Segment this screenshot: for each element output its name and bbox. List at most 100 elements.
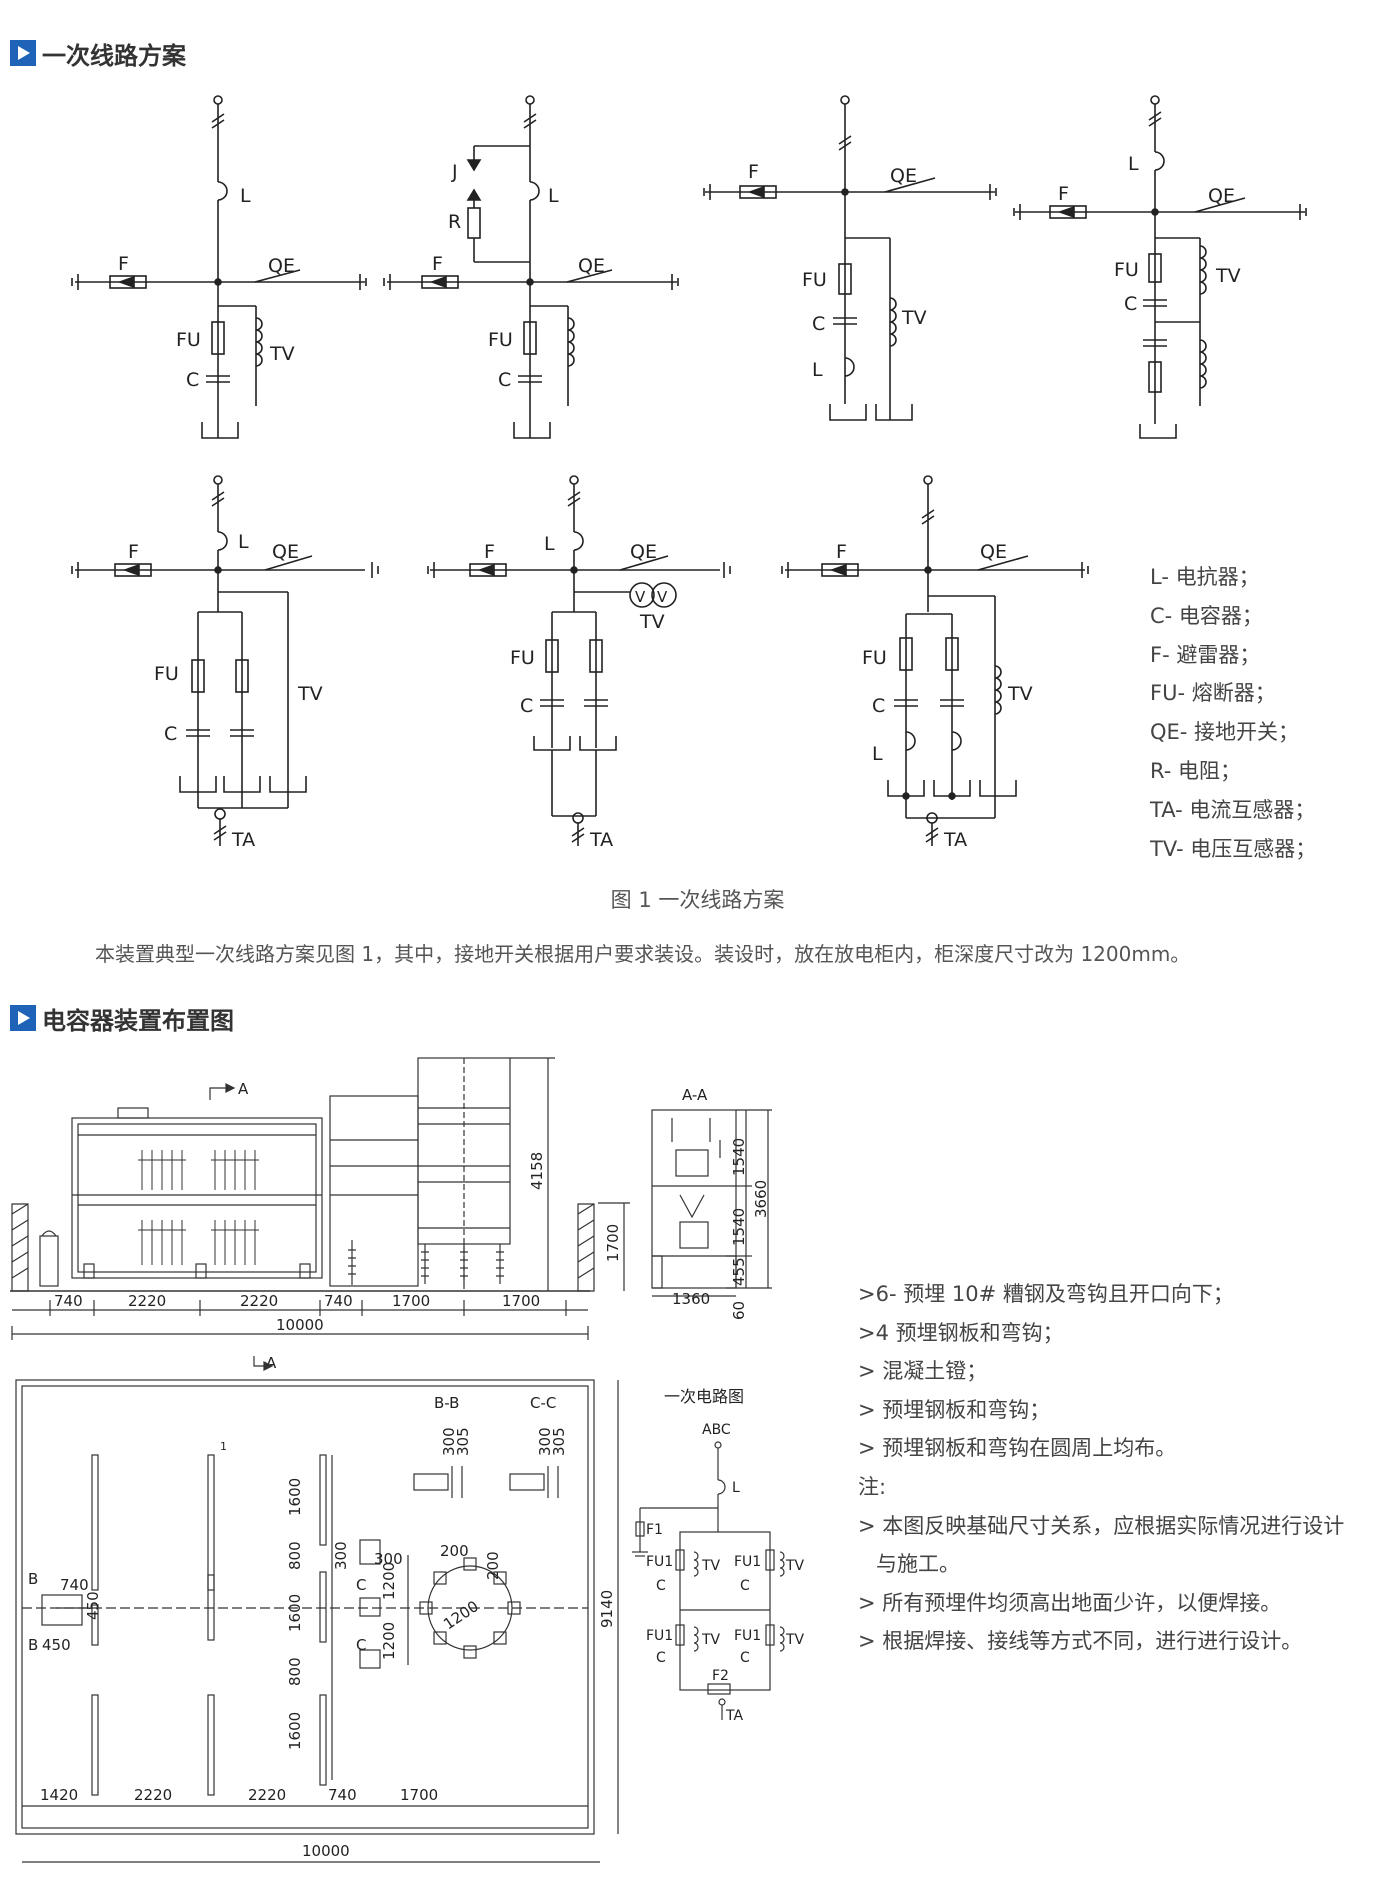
label-F: F bbox=[1058, 183, 1069, 205]
label-TV: TV bbox=[269, 343, 295, 365]
description-text: 本装置典型一次线路方案见图 1，其中，接地开关根据用户要求装设。装设时，放在放电… bbox=[95, 942, 1191, 966]
note-line: > 预埋钢板和弯钩； bbox=[858, 1397, 1051, 1422]
dim-1700: 1700 bbox=[502, 1292, 540, 1310]
label-F: F bbox=[128, 541, 139, 563]
dim-1600: 1600 bbox=[286, 1712, 304, 1750]
note-line: > 所有预埋件均须高出地面少许，以便焊接。 bbox=[858, 1590, 1282, 1615]
section-title-layout: 电容器装置布置图 bbox=[10, 1003, 234, 1035]
dim-300: 300 bbox=[536, 1427, 554, 1456]
label-C: C bbox=[498, 369, 511, 391]
note-line: >4 预埋钢板和弯钩； bbox=[858, 1320, 1064, 1345]
legend-item: QE- 接地开关； bbox=[1150, 720, 1300, 745]
label-C: C bbox=[740, 1650, 750, 1666]
dim-1540: 1540 bbox=[730, 1138, 748, 1176]
label-F: F bbox=[836, 541, 847, 563]
section-title-text: 一次线路方案 bbox=[42, 41, 186, 70]
dim-450: 450 bbox=[42, 1636, 71, 1654]
label-TV: TV bbox=[701, 1632, 721, 1648]
layout-notes: >6- 预埋 10# 糟钢及弯钩且开口向下； >4 预埋钢板和弯钩； > 混凝土… bbox=[858, 1275, 1344, 1661]
section-marker-icon bbox=[10, 1005, 36, 1031]
dim-60: 60 bbox=[730, 1301, 748, 1320]
legend-item: F- 避雷器； bbox=[1150, 642, 1261, 667]
label-C: C bbox=[1124, 293, 1137, 315]
section-marker-C: C bbox=[356, 1576, 366, 1594]
dim-1700: 1700 bbox=[400, 1786, 438, 1804]
note-line: 注: bbox=[858, 1474, 887, 1499]
label-C: C bbox=[812, 313, 825, 335]
label-FU: FU bbox=[176, 329, 201, 351]
dim-9140: 9140 bbox=[598, 1590, 616, 1628]
scheme-2: J R L F QE FU C bbox=[383, 95, 679, 439]
label-L: L bbox=[544, 533, 555, 555]
label-FU: FU bbox=[154, 663, 179, 685]
figure-caption: 图 1 一次线路方案 bbox=[610, 888, 785, 912]
dim-1700: 1700 bbox=[604, 1224, 622, 1262]
note-line: > 混凝土镫； bbox=[858, 1359, 988, 1384]
label-R: R bbox=[448, 211, 461, 233]
section-marker-A: A bbox=[266, 1354, 277, 1372]
dim-740: 740 bbox=[324, 1292, 353, 1310]
dim-1420: 1420 bbox=[40, 1786, 78, 1804]
label-F: F bbox=[484, 541, 495, 563]
label-C: C bbox=[164, 723, 177, 745]
section-marker-C: C bbox=[356, 1636, 366, 1654]
label-F1: F1 bbox=[646, 1522, 663, 1538]
svg-text:V: V bbox=[635, 588, 646, 606]
section-title-primary: 一次线路方案 bbox=[10, 38, 186, 70]
note-line: >6- 预埋 10# 糟钢及弯钩且开口向下； bbox=[858, 1282, 1234, 1306]
label-TV: TV bbox=[1215, 265, 1241, 287]
dim-740: 740 bbox=[60, 1576, 89, 1594]
label-FU: FU bbox=[862, 647, 887, 669]
label-QE: QE bbox=[272, 541, 299, 563]
label-FU1: FU1 bbox=[734, 1628, 761, 1644]
label-QE: QE bbox=[980, 541, 1007, 563]
label-QE: QE bbox=[268, 255, 295, 277]
label-C: C bbox=[520, 695, 533, 717]
dim-305: 305 bbox=[550, 1427, 568, 1456]
label-QE: QE bbox=[890, 165, 917, 187]
label-TV: TV bbox=[701, 1558, 721, 1574]
scheme-7: F QE FU C L TV TA bbox=[781, 475, 1089, 851]
legend-item: C- 电容器； bbox=[1150, 603, 1263, 628]
label-C: C bbox=[872, 695, 885, 717]
label-J: J bbox=[451, 161, 458, 183]
label-FU: FU bbox=[802, 269, 827, 291]
label-L: L bbox=[240, 185, 251, 207]
callout-1: 1 bbox=[220, 1440, 227, 1453]
scheme-1: L F QE FU C TV bbox=[71, 95, 367, 439]
elevation-view: A 740 2220 2220 740 1700 1700 10000 4158… bbox=[10, 1057, 630, 1340]
label-L: L bbox=[238, 531, 249, 553]
dim-2220: 2220 bbox=[240, 1292, 278, 1310]
label-TV: TV bbox=[785, 1632, 805, 1648]
label-L: L bbox=[548, 185, 559, 207]
label-C: C bbox=[656, 1578, 666, 1594]
dim-800: 800 bbox=[286, 1541, 304, 1570]
legend-item: FU- 熔断器； bbox=[1150, 681, 1276, 706]
label-TA: TA bbox=[231, 829, 255, 851]
section-marker-B: B bbox=[28, 1570, 38, 1588]
label-QE: QE bbox=[630, 541, 657, 563]
label-C: C bbox=[186, 369, 199, 391]
section-marker-icon bbox=[10, 40, 36, 66]
label-ABC: ABC bbox=[702, 1422, 731, 1438]
label-FU: FU bbox=[488, 329, 513, 351]
dim-1700: 1700 bbox=[392, 1292, 430, 1310]
dim-3660: 3660 bbox=[752, 1180, 770, 1218]
label-TV: TV bbox=[639, 611, 665, 633]
note-line: > 根据焊接、接线等方式不同，进行进行设计。 bbox=[858, 1629, 1303, 1654]
dim-2220: 2220 bbox=[248, 1786, 286, 1804]
symbol-legend: L- 电抗器； C- 电容器； F- 避雷器； FU- 熔断器； QE- 接地开… bbox=[1150, 558, 1316, 868]
scheme-4: L F QE FU C TV bbox=[1013, 95, 1307, 439]
label-F: F bbox=[432, 253, 443, 275]
dim-10000: 10000 bbox=[302, 1842, 350, 1860]
label-L: L bbox=[872, 743, 883, 765]
section-bb-title: B-B bbox=[434, 1394, 459, 1412]
label-FU1: FU1 bbox=[646, 1628, 673, 1644]
note-line: > 预埋钢板和弯钩在圆周上均布。 bbox=[858, 1436, 1177, 1461]
label-TV: TV bbox=[785, 1558, 805, 1574]
dim-1600: 1600 bbox=[286, 1478, 304, 1516]
section-aa-title: A-A bbox=[682, 1086, 708, 1104]
dim-300: 300 bbox=[440, 1427, 458, 1456]
